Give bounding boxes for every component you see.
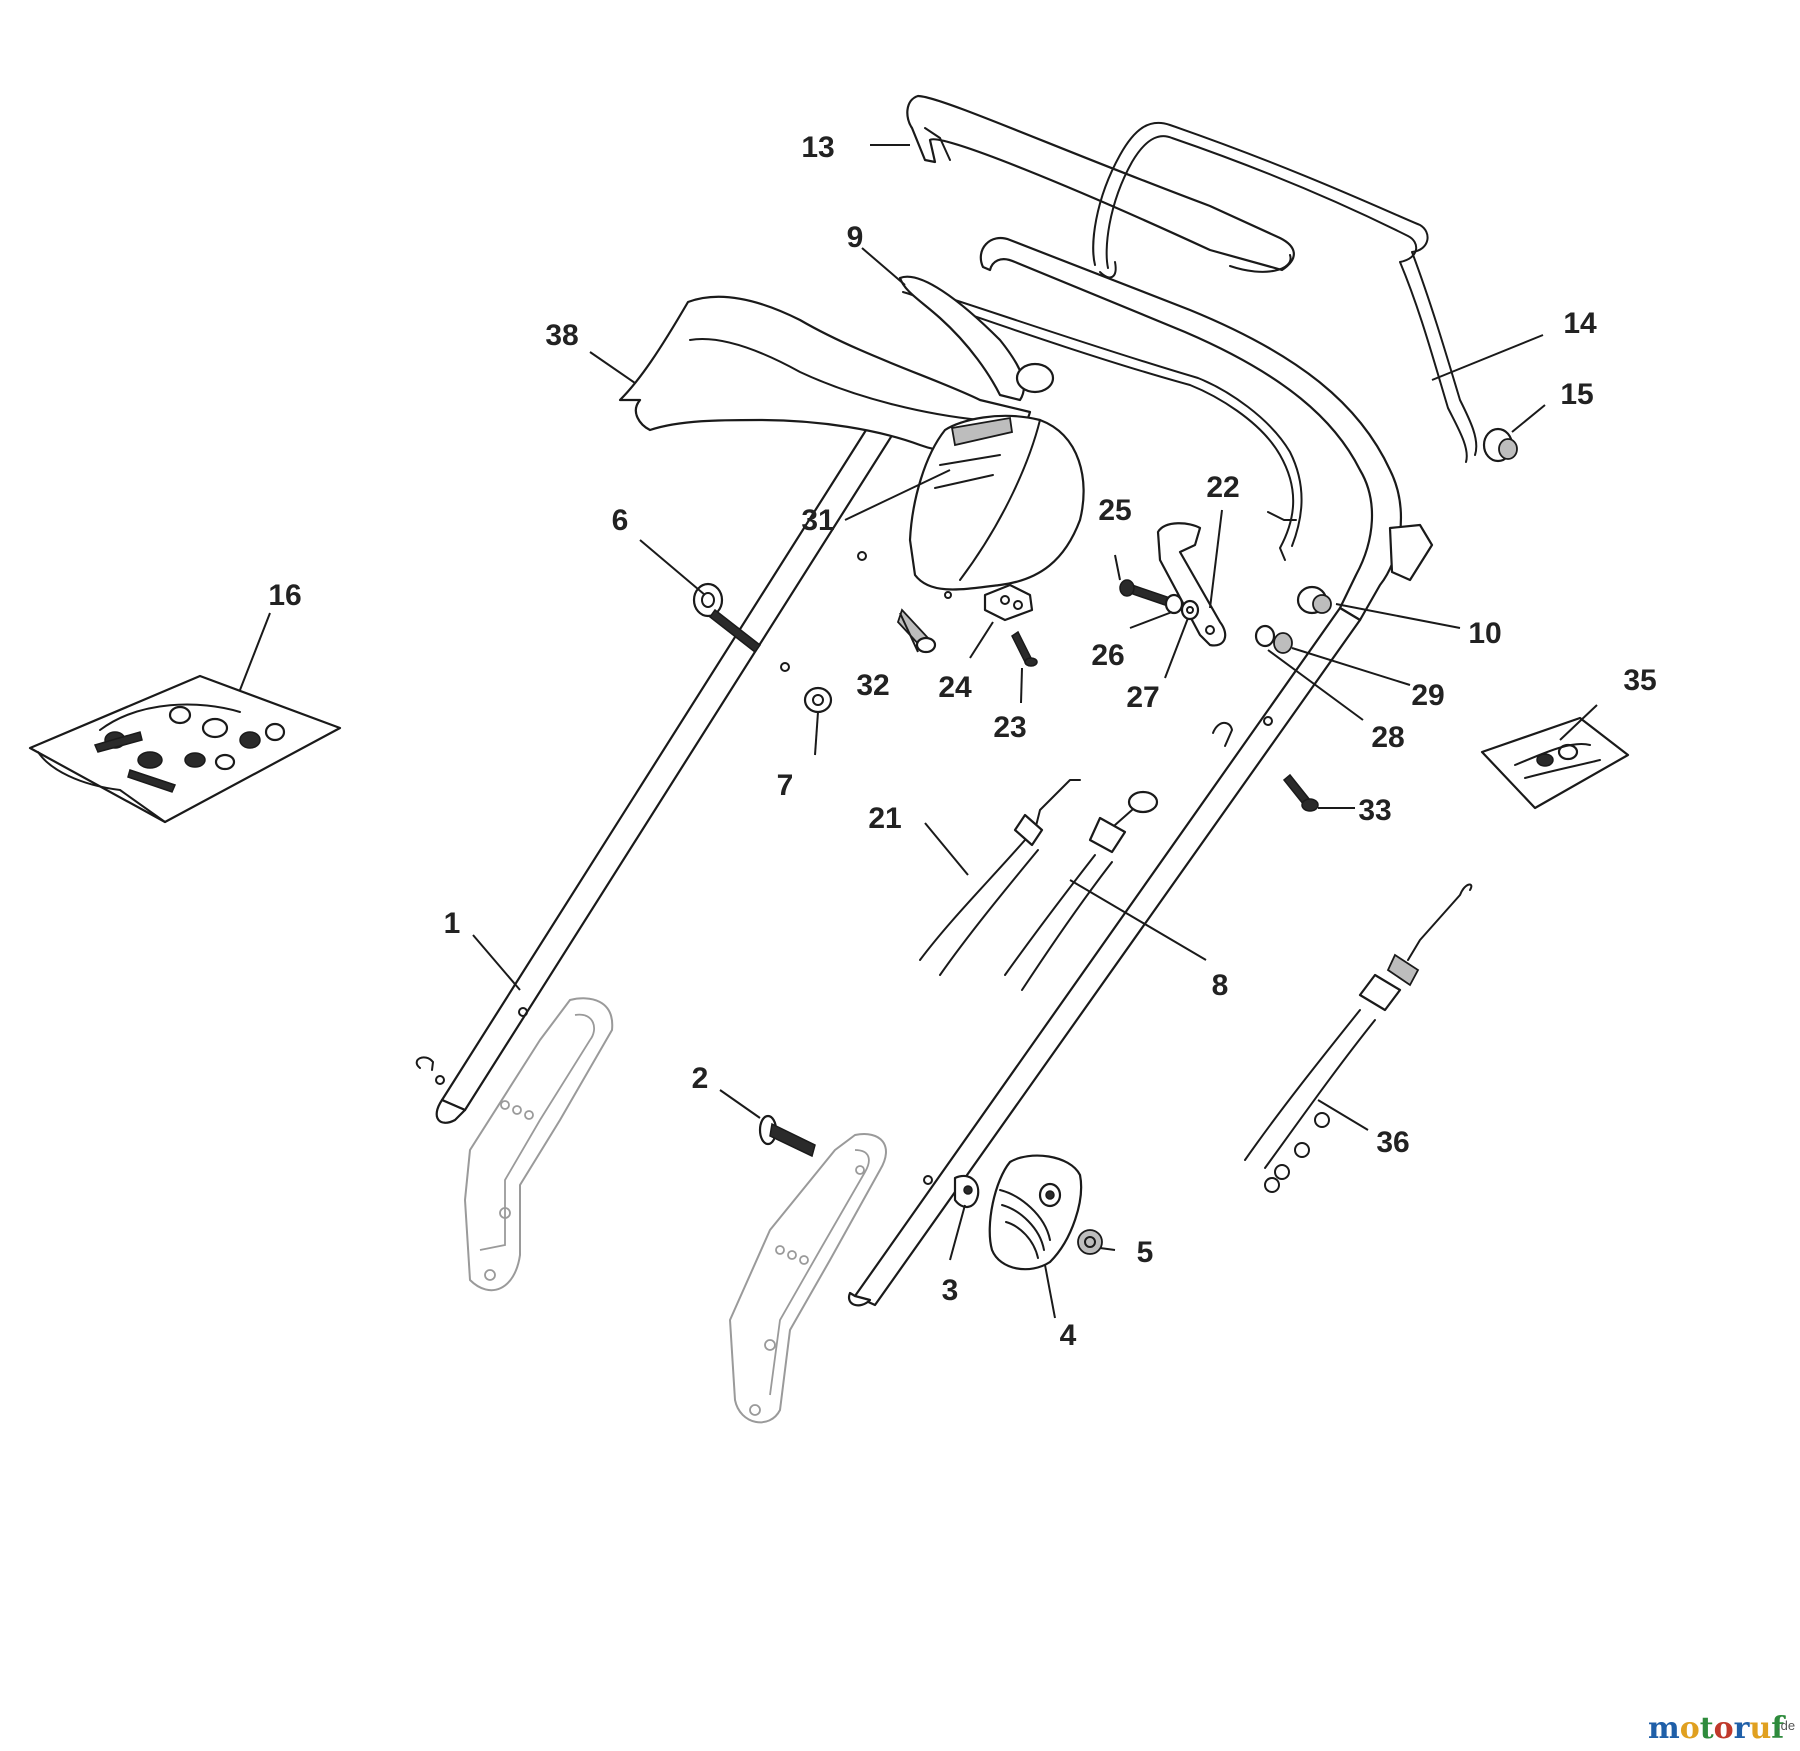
wm-letter-m: m bbox=[1648, 1711, 1680, 1746]
label-22: 22 bbox=[1206, 471, 1239, 504]
label-27: 27 bbox=[1126, 681, 1159, 714]
part-7-nut bbox=[803, 686, 833, 714]
rear-loop-bar bbox=[1092, 121, 1478, 463]
part-21-cable bbox=[919, 779, 1081, 976]
label-25: 25 bbox=[1098, 494, 1131, 527]
part-2-bolt bbox=[758, 1114, 816, 1158]
leader-lines bbox=[239, 144, 1598, 1319]
part-36-cable bbox=[1244, 883, 1473, 1193]
wm-suffix: .de bbox=[1777, 1718, 1795, 1733]
part-32-screw bbox=[896, 608, 937, 654]
part-38-cover bbox=[618, 275, 1055, 453]
part-22-lever bbox=[1156, 522, 1227, 647]
part-4-knob bbox=[988, 1154, 1083, 1271]
label-28: 28 bbox=[1371, 721, 1404, 754]
label-38: 38 bbox=[545, 319, 578, 352]
label-32: 32 bbox=[856, 669, 889, 702]
wm-letter-o2: o bbox=[1714, 1711, 1734, 1746]
part-8-cable bbox=[1004, 790, 1159, 991]
part-15-knob bbox=[1482, 427, 1518, 463]
label-35: 35 bbox=[1623, 664, 1656, 697]
part-24-clip bbox=[983, 583, 1034, 622]
label-10: 10 bbox=[1468, 617, 1501, 650]
label-13: 13 bbox=[801, 131, 834, 164]
label-29: 29 bbox=[1411, 679, 1444, 712]
wm-letter-r: r bbox=[1734, 1711, 1751, 1746]
label-1: 1 bbox=[444, 907, 461, 940]
part-25-bolt bbox=[1119, 579, 1171, 607]
label-36: 36 bbox=[1376, 1126, 1409, 1159]
part-5-nut bbox=[1077, 1229, 1103, 1255]
part-33-screw bbox=[1282, 773, 1319, 812]
label-33: 33 bbox=[1358, 794, 1391, 827]
label-26: 26 bbox=[1091, 639, 1124, 672]
main-handle-frame bbox=[415, 237, 1434, 1307]
label-6: 6 bbox=[612, 504, 629, 537]
label-5: 5 bbox=[1137, 1236, 1154, 1269]
wm-letter-f: f bbox=[1771, 1711, 1786, 1746]
label-21: 21 bbox=[868, 802, 901, 835]
wm-letter-o1: o bbox=[1680, 1711, 1700, 1746]
label-4: 4 bbox=[1060, 1319, 1077, 1352]
bag-16-contents bbox=[93, 703, 286, 793]
lower-bracket-right bbox=[729, 1133, 887, 1424]
wm-letter-u: u bbox=[1749, 1711, 1771, 1746]
part-16-hardware-bag bbox=[28, 674, 342, 824]
label-15: 15 bbox=[1560, 378, 1593, 411]
part-28-29-washer-nut bbox=[1254, 624, 1293, 654]
part-3-washer bbox=[953, 1174, 980, 1208]
lower-bracket-left bbox=[464, 997, 614, 1292]
wm-letter-t: t bbox=[1700, 1711, 1714, 1746]
part-numbers: 13 9 38 14 15 31 6 25 22 16 10 26 27 29 … bbox=[268, 131, 1656, 1352]
label-9: 9 bbox=[847, 221, 864, 254]
label-16: 16 bbox=[268, 579, 301, 612]
label-2: 2 bbox=[692, 1062, 709, 1095]
label-8: 8 bbox=[1212, 969, 1229, 1002]
part-10-bushing bbox=[1296, 585, 1332, 615]
label-31: 31 bbox=[801, 504, 834, 537]
label-3: 3 bbox=[942, 1274, 959, 1307]
svg-text:motoruf: motoruf bbox=[1648, 1711, 1786, 1746]
part-35-hardware-bag bbox=[1480, 716, 1630, 810]
label-7: 7 bbox=[777, 769, 794, 802]
label-14: 14 bbox=[1563, 307, 1597, 340]
upper-handle-bar bbox=[906, 94, 1295, 273]
watermark: motoruf .de bbox=[1648, 1711, 1795, 1746]
part-31-cable-housing bbox=[908, 414, 1085, 599]
part-23-screw bbox=[1011, 630, 1038, 667]
cable-guide-wire bbox=[902, 283, 1303, 561]
label-24: 24 bbox=[938, 671, 972, 704]
part-26-27-washers bbox=[1164, 593, 1200, 621]
label-23: 23 bbox=[993, 711, 1026, 744]
